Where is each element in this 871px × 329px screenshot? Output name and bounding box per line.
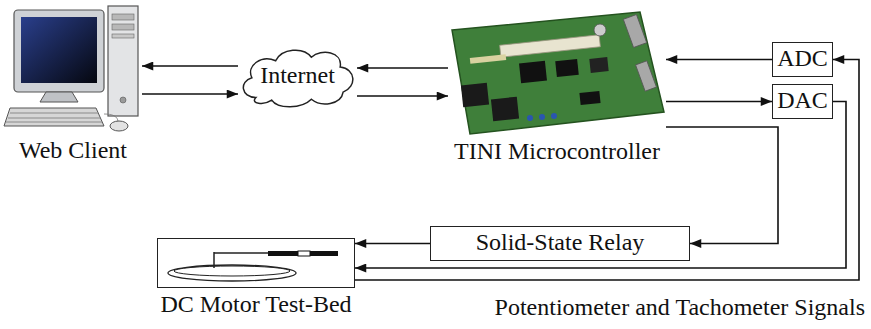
monitor-screen bbox=[21, 17, 97, 83]
node-caption: DC Motor Test-Bed bbox=[160, 291, 351, 319]
chip bbox=[589, 57, 608, 73]
signal-arrow bbox=[666, 101, 772, 103]
box-label: DAC bbox=[773, 87, 832, 115]
signal-arrow bbox=[357, 95, 448, 97]
signal-arrow bbox=[666, 59, 772, 61]
node-caption: TINI Microcontroller bbox=[454, 138, 660, 166]
keyboard bbox=[4, 108, 104, 126]
chip bbox=[555, 59, 579, 77]
signal-arrow bbox=[357, 67, 448, 69]
node-caption: Web Client bbox=[19, 137, 127, 165]
circuit-board bbox=[452, 12, 664, 134]
motor-arm bbox=[214, 252, 268, 254]
box-label: Solid-State Relay bbox=[431, 229, 689, 257]
drive-bay bbox=[112, 34, 134, 38]
db9-connector bbox=[636, 61, 657, 91]
cloud-node: Internet bbox=[238, 42, 357, 110]
monitor-frame bbox=[14, 10, 104, 92]
tini-board-illustration bbox=[452, 12, 664, 134]
computer-node: Web Client bbox=[4, 5, 142, 135]
motor-arm-segment bbox=[268, 251, 298, 256]
key-row bbox=[10, 113, 98, 114]
converter-box: ADC bbox=[772, 42, 833, 77]
battery bbox=[594, 24, 606, 36]
chip bbox=[579, 91, 600, 105]
motor-illustration bbox=[168, 251, 338, 281]
capacitor bbox=[551, 113, 557, 119]
db9-connector bbox=[623, 15, 646, 48]
motor-disc bbox=[168, 265, 296, 281]
power-button bbox=[120, 97, 126, 103]
converter-box: DAC bbox=[772, 84, 833, 119]
monitor-stand bbox=[40, 92, 78, 102]
motor-arm-segment bbox=[298, 251, 310, 256]
motor-disc-inner bbox=[174, 266, 290, 276]
key-row bbox=[8, 118, 100, 119]
mouse bbox=[110, 121, 128, 131]
rj45-jack bbox=[491, 97, 519, 122]
board-node: TINI Microcontroller bbox=[448, 8, 666, 136]
key-row bbox=[6, 122, 102, 123]
simm-socket bbox=[500, 35, 601, 57]
drive-bay bbox=[112, 14, 134, 20]
cloud-label: Internet bbox=[238, 62, 357, 90]
signal-label: Potentiometer and Tachometer Signals bbox=[495, 294, 865, 322]
signal-arrow bbox=[355, 60, 859, 281]
relay-box: Solid-State Relay bbox=[430, 226, 690, 261]
box-label: ADC bbox=[773, 45, 832, 73]
capacitor bbox=[527, 115, 533, 121]
motor-shaft bbox=[213, 252, 215, 268]
capacitor bbox=[539, 114, 545, 120]
tower-case bbox=[108, 6, 138, 116]
computer-illustration bbox=[4, 6, 138, 131]
signal-arrow bbox=[142, 65, 238, 67]
chip bbox=[519, 61, 547, 84]
testbed-frame: DC Motor Test-Bed bbox=[157, 238, 355, 288]
signal-arrow bbox=[142, 93, 238, 95]
rj45-jack bbox=[461, 83, 489, 108]
motor-arm-segment bbox=[310, 251, 338, 256]
drive-bay bbox=[112, 24, 134, 30]
signal-arrow bbox=[355, 243, 430, 245]
header-strip bbox=[470, 54, 506, 64]
signal-arrow bbox=[355, 102, 846, 269]
